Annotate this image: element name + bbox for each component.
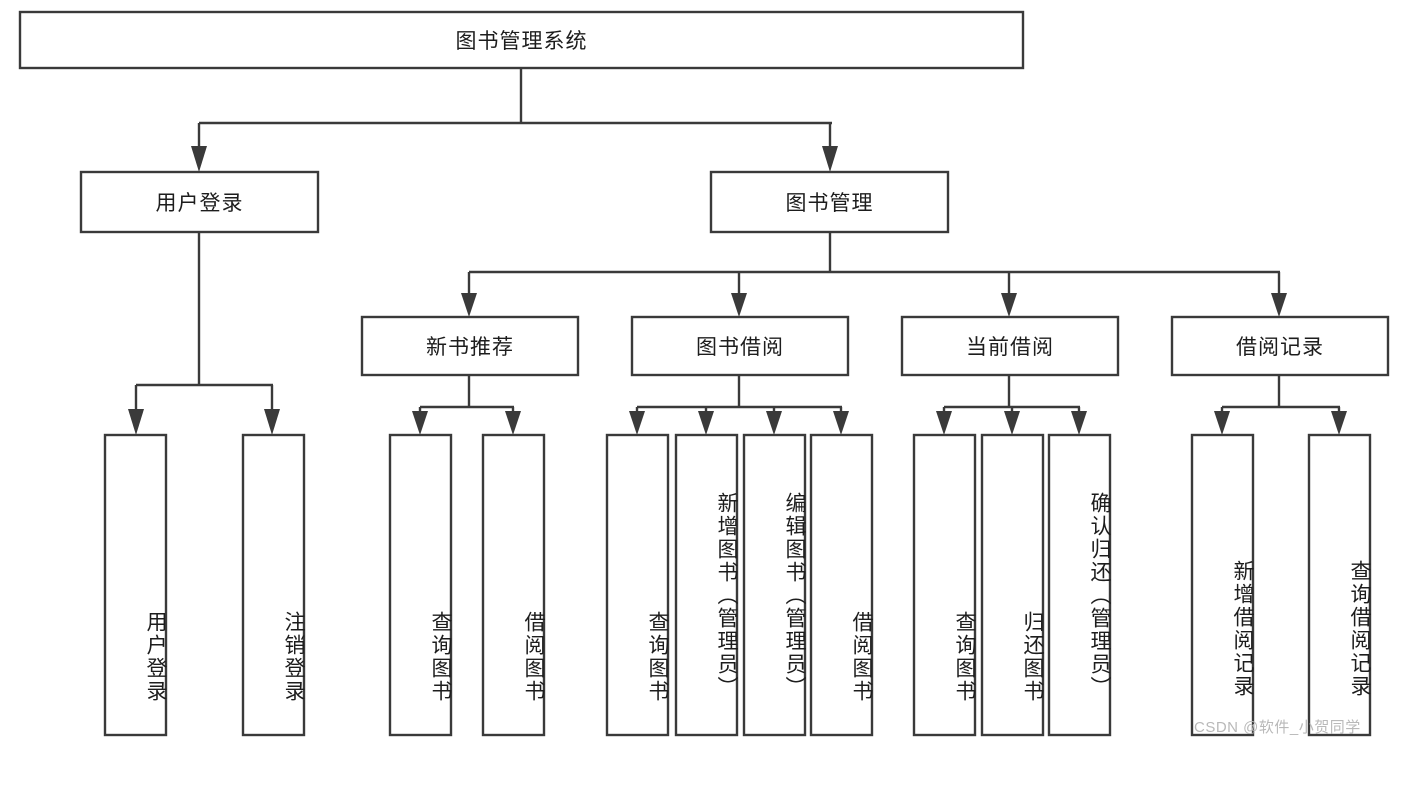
node-box-l3-12[interactable]: [1307, 433, 1372, 737]
connector-group-root: [191, 68, 838, 172]
connector-group-book-manage: [461, 232, 1287, 317]
node-box-l2-1[interactable]: [630, 315, 850, 377]
node-box-l3-9[interactable]: [980, 433, 1045, 737]
connector-group-new-book: [412, 375, 521, 435]
connector-group-current-borrow: [936, 375, 1087, 435]
node-box-l3-1[interactable]: [241, 433, 306, 737]
node-box-l3-3[interactable]: [481, 433, 546, 737]
node-box-l3-6[interactable]: [742, 433, 807, 737]
org-chart-svg: [18, 10, 1390, 737]
node-box-l3-4[interactable]: [605, 433, 670, 737]
node-box-l3-5[interactable]: [674, 433, 739, 737]
csdn-watermark: CSDN @软件_小贺同学: [1194, 719, 1361, 736]
node-box-l3-11[interactable]: [1190, 433, 1255, 737]
node-box-l3-8[interactable]: [912, 433, 977, 737]
node-box-l3-10[interactable]: [1047, 433, 1112, 737]
node-box-l3-7[interactable]: [809, 433, 874, 737]
node-box-l2-3[interactable]: [1170, 315, 1390, 377]
node-box-l3-0[interactable]: [103, 433, 168, 737]
node-box-l1-1[interactable]: [709, 170, 950, 234]
node-box-l2-0[interactable]: [360, 315, 580, 377]
connector-group-borrow-record: [1214, 375, 1347, 435]
node-box-l1-0[interactable]: [79, 170, 320, 234]
connector-group-user-login: [128, 232, 280, 435]
node-box-root[interactable]: [18, 10, 1025, 70]
node-box-l3-2[interactable]: [388, 433, 453, 737]
node-box-l2-2[interactable]: [900, 315, 1120, 377]
connector-group-borrow: [629, 375, 849, 435]
